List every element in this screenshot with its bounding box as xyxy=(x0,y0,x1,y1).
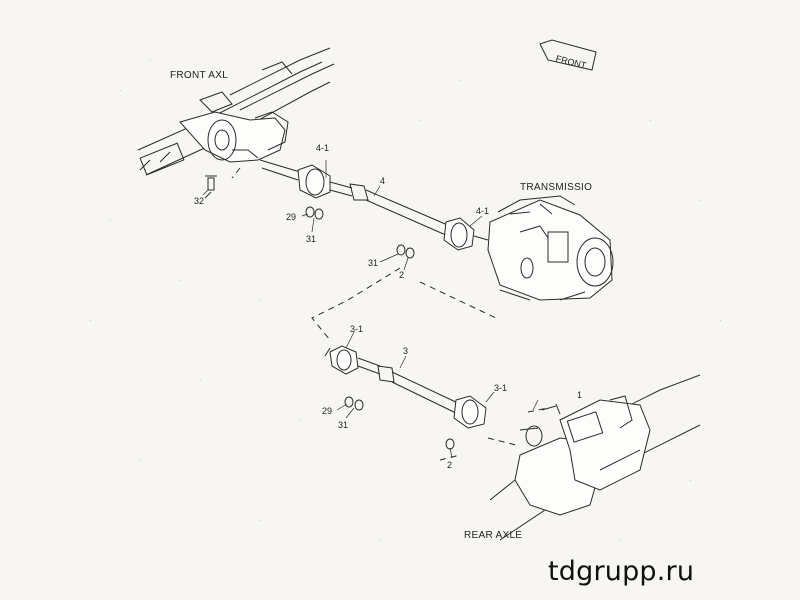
front-direction-arrow xyxy=(539,39,597,71)
rear-axle-housing xyxy=(489,374,701,541)
washers-rear xyxy=(344,396,455,450)
transmission-housing xyxy=(487,195,614,301)
part-number-32: 32 xyxy=(194,196,205,206)
rear-propeller-shaft-3 xyxy=(324,345,487,429)
washers-front xyxy=(305,206,415,259)
part-number-3-1-rear: 3-1 xyxy=(494,383,508,393)
part-number-3-1-front: 3-1 xyxy=(350,324,364,334)
part-number-29-rear: 29 xyxy=(322,406,333,416)
part-number-4: 4 xyxy=(380,176,386,186)
front-propeller-shaft-4 xyxy=(259,159,489,251)
part-number-1: 1 xyxy=(577,390,583,400)
part-number-29-front: 29 xyxy=(286,212,297,222)
label-rear-axle: REAR AXLE xyxy=(464,530,523,541)
front-axle-housing xyxy=(137,47,335,176)
label-front-axle: FRONT AXL xyxy=(170,70,229,81)
part-number-31-rear: 31 xyxy=(338,420,349,430)
part-number-4-1-rear: 4-1 xyxy=(476,206,490,216)
part-number-31-front-a: 31 xyxy=(306,234,317,244)
scan-speckle xyxy=(89,59,722,542)
part-number-3: 3 xyxy=(403,346,409,356)
leader-lines xyxy=(202,160,539,459)
bolt-32 xyxy=(204,175,217,199)
part-number-4-1-front: 4-1 xyxy=(316,143,330,153)
guide-dashes xyxy=(231,167,549,461)
watermark-text: tdgrupp.ru xyxy=(548,556,695,587)
label-transmission: TRANSMISSIO xyxy=(520,182,593,193)
part-number-2-rear: 2 xyxy=(447,460,453,470)
part-number-31-front-b: 31 xyxy=(368,258,379,268)
part-number-2-front: 2 xyxy=(399,270,405,280)
